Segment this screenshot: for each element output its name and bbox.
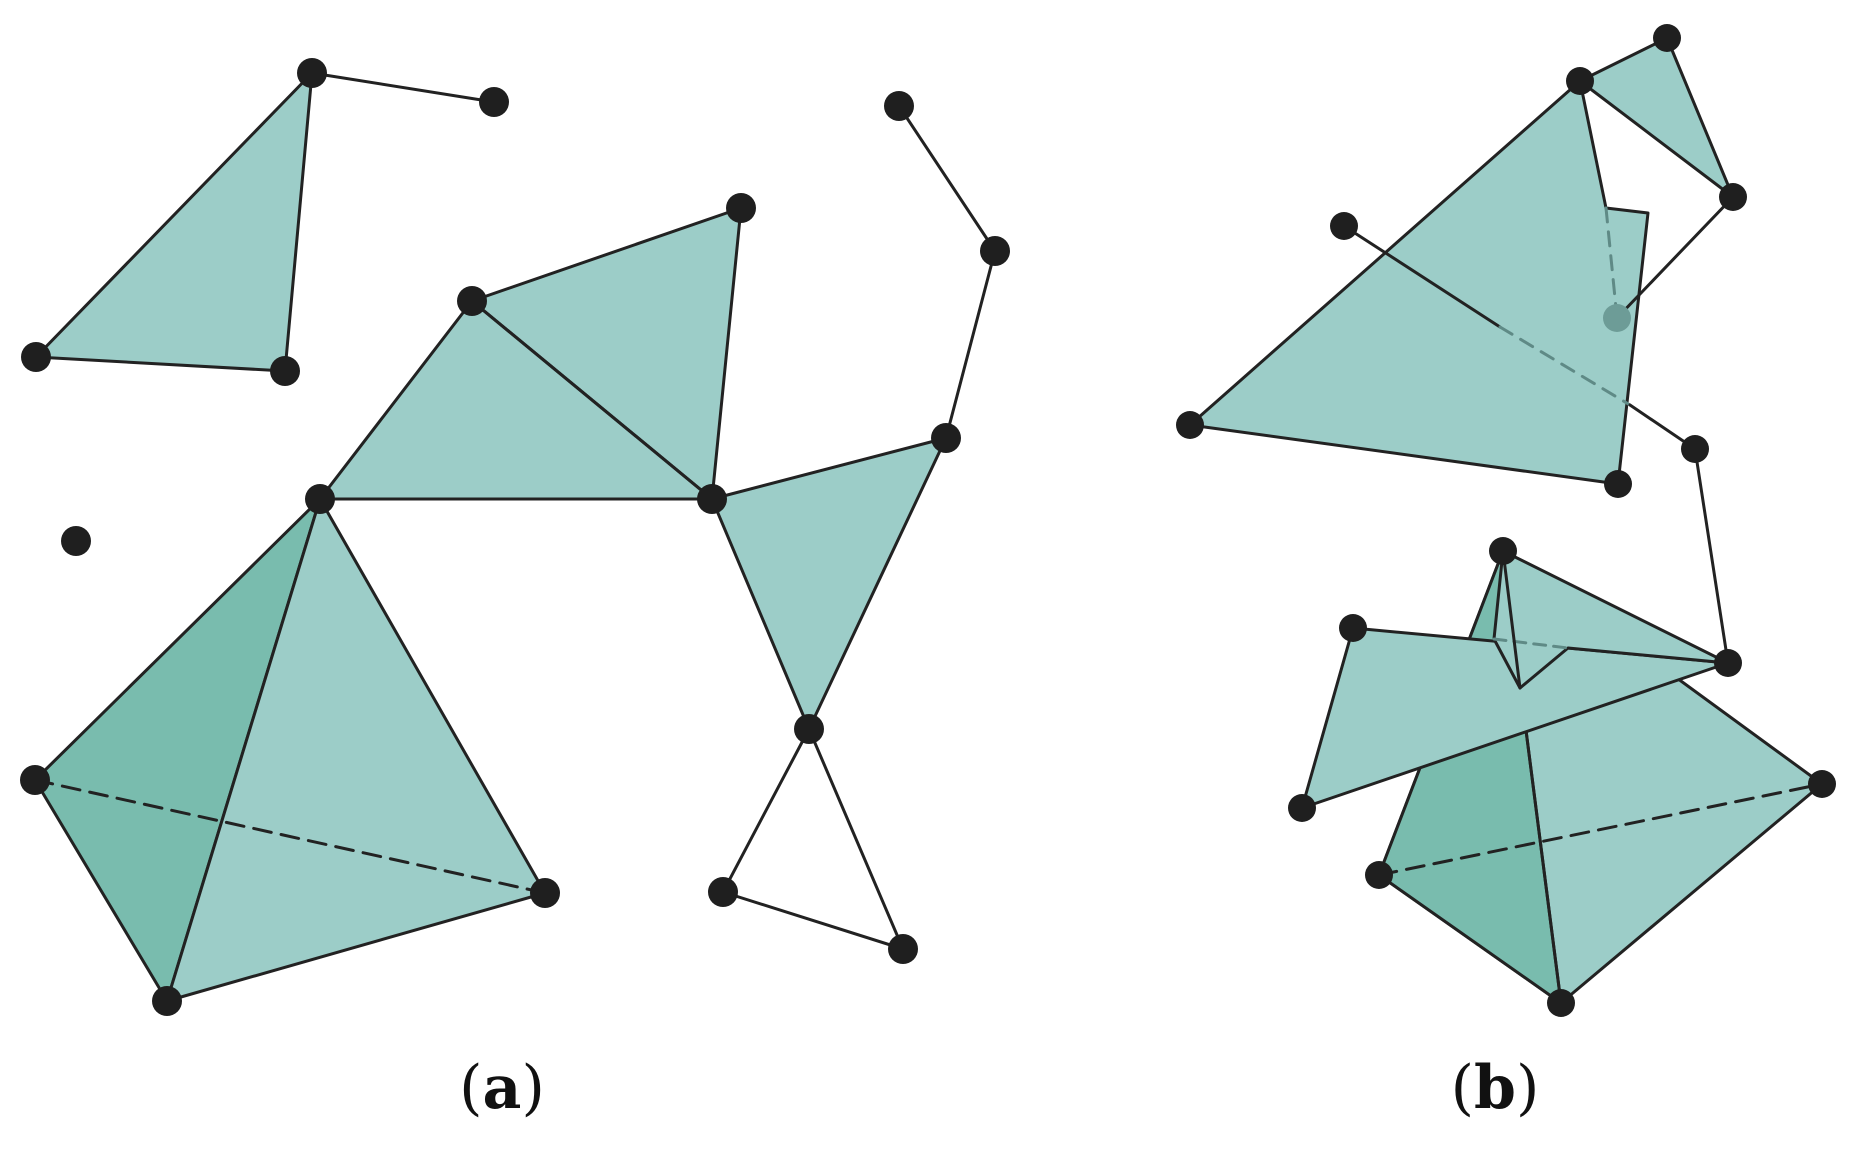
edge xyxy=(310,71,496,104)
hidden-edge xyxy=(1492,637,1570,650)
vertex xyxy=(305,484,335,514)
triangle-face xyxy=(710,436,948,731)
edge xyxy=(1615,195,1735,320)
panel-a-simplicial-complex xyxy=(20,58,1010,1016)
hidden-edge xyxy=(1377,782,1824,877)
vertex xyxy=(530,878,560,908)
vertex xyxy=(297,58,327,88)
vertex xyxy=(1681,435,1709,463)
vertex xyxy=(1339,614,1367,642)
caption-paren: ) xyxy=(1515,1053,1540,1123)
hidden-edge xyxy=(1604,206,1619,320)
triangle-face xyxy=(1492,549,1730,690)
panel-b-caption: (b) xyxy=(1395,1058,1595,1118)
edge xyxy=(1693,447,1730,665)
vertex xyxy=(1604,470,1632,498)
vertex xyxy=(61,526,91,556)
vertex xyxy=(931,423,961,453)
vertex xyxy=(479,87,509,117)
edge xyxy=(1342,224,1502,329)
caption-paren: ( xyxy=(459,1053,483,1123)
vertex xyxy=(457,286,487,316)
hidden-edge xyxy=(33,778,547,895)
panel-b-geometric-realization xyxy=(1176,24,1836,1017)
vertex xyxy=(1365,861,1393,889)
vertex xyxy=(980,236,1010,266)
vertices xyxy=(20,58,1010,1016)
edge xyxy=(1501,549,1522,690)
vertex xyxy=(152,986,182,1016)
caption-paren: ) xyxy=(521,1053,545,1123)
hidden-edge xyxy=(1498,325,1632,407)
vertex xyxy=(1489,537,1517,565)
vertex xyxy=(1714,649,1742,677)
vertex xyxy=(1653,24,1681,52)
vertex xyxy=(888,934,918,964)
edge xyxy=(470,299,714,501)
triangle-face xyxy=(1578,36,1735,199)
panel-a-caption: (a) xyxy=(402,1058,602,1118)
vertex xyxy=(21,342,51,372)
vertices xyxy=(1176,24,1836,1017)
vertex xyxy=(1719,183,1747,211)
vertex xyxy=(1288,794,1316,822)
caption-paren: ( xyxy=(1450,1053,1475,1123)
triangle-boundary xyxy=(721,727,905,951)
vertex xyxy=(726,193,756,223)
hidden-vertex xyxy=(1603,304,1631,332)
caption-letter: a xyxy=(482,1053,522,1123)
vertex xyxy=(20,765,50,795)
vertex xyxy=(794,714,824,744)
edge-path xyxy=(897,104,997,440)
vertex xyxy=(697,484,727,514)
vertex xyxy=(1808,770,1836,798)
vertex xyxy=(1547,989,1575,1017)
vertex xyxy=(708,877,738,907)
triangle-face xyxy=(34,71,314,373)
vertex xyxy=(270,356,300,386)
tetrahedron-face xyxy=(165,497,547,1003)
vertex xyxy=(1176,411,1204,439)
vertex xyxy=(884,91,914,121)
vertex xyxy=(1330,212,1358,240)
triangle-face xyxy=(1188,79,1650,486)
caption-letter: b xyxy=(1474,1053,1516,1123)
vertex xyxy=(1566,67,1594,95)
